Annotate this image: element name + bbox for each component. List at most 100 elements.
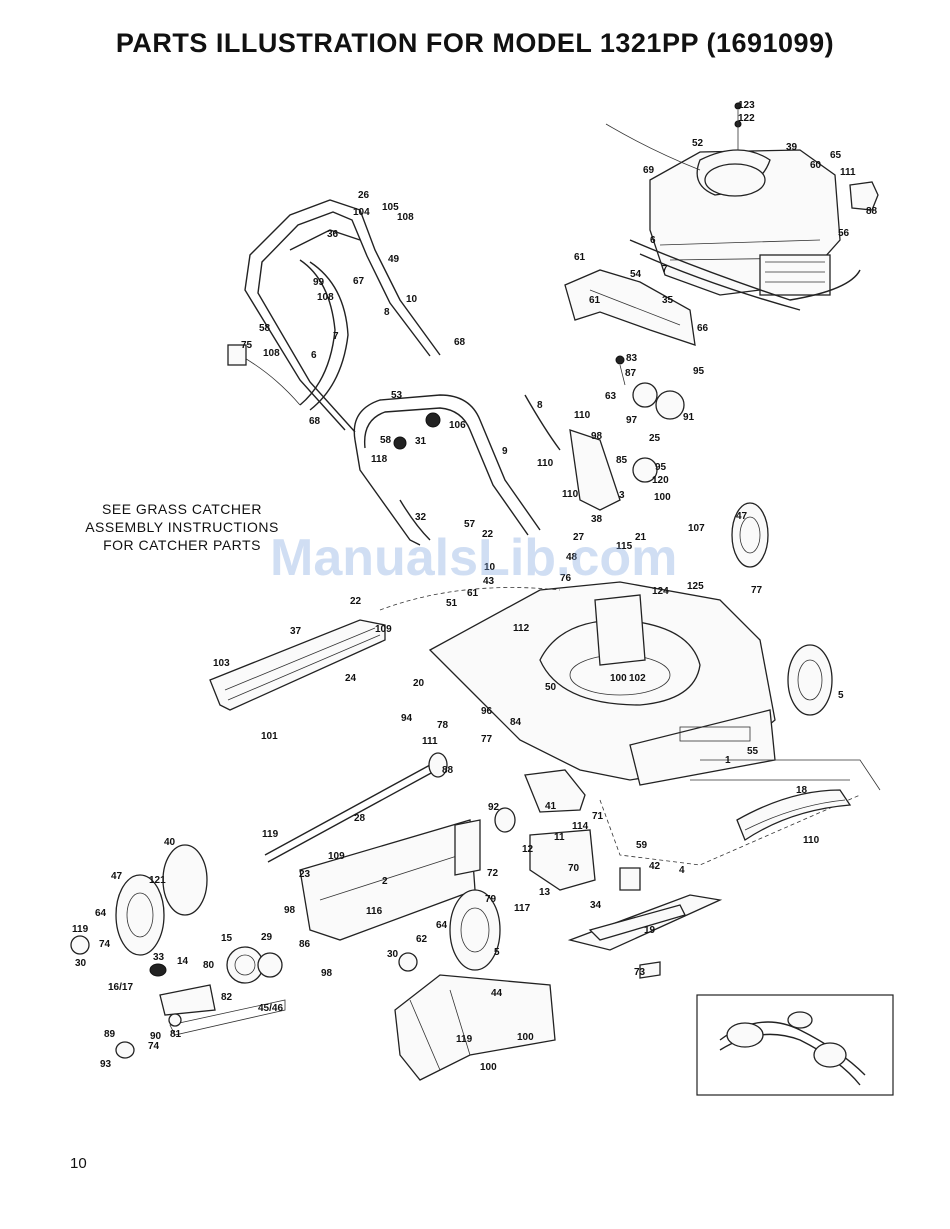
part-callout: 5 bbox=[838, 690, 844, 701]
part-callout: 34 bbox=[590, 900, 602, 911]
part-callout: 5 bbox=[494, 947, 500, 958]
part-callout: 58 bbox=[259, 323, 271, 334]
part-callout: 100 bbox=[480, 1062, 497, 1073]
part-callout: 102 bbox=[629, 673, 646, 684]
part-callout: 53 bbox=[391, 390, 403, 401]
part-callout: 22 bbox=[482, 529, 494, 540]
part-callout: 64 bbox=[95, 908, 107, 919]
part-callout: 60 bbox=[810, 160, 822, 171]
part-callout: 73 bbox=[634, 967, 646, 978]
note-line-2: ASSEMBLY INSTRUCTIONS bbox=[85, 519, 279, 535]
part-callout: 92 bbox=[488, 802, 500, 813]
part-callout: 75 bbox=[241, 340, 253, 351]
part-callout: 16/17 bbox=[108, 982, 133, 993]
handle-drawing bbox=[227, 199, 541, 546]
part-callout: 50 bbox=[545, 682, 557, 693]
part-callout: 8 bbox=[384, 307, 390, 318]
belt-inset bbox=[696, 994, 894, 1096]
part-callout: 61 bbox=[467, 588, 479, 599]
part-callout: 76 bbox=[560, 573, 572, 584]
part-callout: 4 bbox=[679, 865, 685, 876]
shield-drawing bbox=[209, 619, 852, 841]
part-callout: 101 bbox=[261, 731, 278, 742]
part-callout: 30 bbox=[75, 958, 87, 969]
part-callout: 57 bbox=[464, 519, 476, 530]
part-callout: 86 bbox=[299, 939, 311, 950]
part-callout: 9 bbox=[502, 446, 508, 457]
gear-drawing bbox=[115, 946, 286, 1059]
part-callout: 99 bbox=[313, 277, 325, 288]
part-callout: 12 bbox=[522, 844, 534, 855]
part-callout: 7 bbox=[662, 264, 668, 275]
part-callout: 43 bbox=[483, 576, 495, 587]
part-callout: 35 bbox=[662, 295, 674, 306]
part-callout: 47 bbox=[111, 871, 123, 882]
part-callout: 95 bbox=[693, 366, 705, 377]
part-callout: 23 bbox=[299, 869, 311, 880]
part-callout: 7 bbox=[333, 331, 339, 342]
part-callout: 42 bbox=[649, 861, 661, 872]
chute-drawing bbox=[394, 974, 556, 1081]
part-callout: 14 bbox=[177, 956, 189, 967]
part-callout: 78 bbox=[437, 720, 449, 731]
part-callout: 80 bbox=[203, 960, 215, 971]
blade-drawing bbox=[524, 769, 723, 979]
page-title: PARTS ILLUSTRATION FOR MODEL 1321PP (169… bbox=[115, 28, 835, 58]
part-callout: 117 bbox=[514, 903, 531, 914]
part-callout: 72 bbox=[487, 868, 499, 879]
part-callout: 100 bbox=[610, 673, 627, 684]
part-callout: 13 bbox=[539, 887, 551, 898]
part-callout: 67 bbox=[353, 276, 365, 287]
part-callout: 15 bbox=[221, 933, 233, 944]
part-callout: 28 bbox=[354, 813, 366, 824]
part-callout: 21 bbox=[635, 532, 647, 543]
part-callout: 123 bbox=[738, 100, 755, 111]
part-callout: 122 bbox=[738, 113, 755, 124]
part-callout: 44 bbox=[491, 988, 503, 999]
part-callout: 96 bbox=[481, 706, 493, 717]
part-callout: 95 bbox=[655, 462, 667, 473]
deck-drawing bbox=[379, 581, 881, 866]
part-callout: 10 bbox=[406, 294, 418, 305]
part-callout: 6 bbox=[311, 350, 317, 361]
part-callout: 97 bbox=[626, 415, 638, 426]
part-callout: 110 bbox=[574, 410, 591, 421]
part-callout: 85 bbox=[616, 455, 628, 466]
part-callout: 33 bbox=[153, 952, 165, 963]
part-callout: 77 bbox=[751, 585, 763, 596]
page-number: 10 bbox=[70, 1155, 87, 1172]
part-callout: 68 bbox=[309, 416, 321, 427]
part-callout: 24 bbox=[345, 673, 357, 684]
watermark: ManualsLib.com bbox=[270, 529, 678, 587]
part-callout: 105 bbox=[382, 202, 399, 213]
part-callout: 36 bbox=[327, 229, 339, 240]
part-callout: 68 bbox=[454, 337, 466, 348]
part-callout: 45/46 bbox=[258, 1003, 283, 1014]
part-callout: 111 bbox=[840, 167, 856, 178]
part-callout: 18 bbox=[796, 785, 808, 796]
part-callout: 114 bbox=[572, 821, 589, 832]
part-callout: 110 bbox=[537, 458, 554, 469]
part-callout: 116 bbox=[366, 906, 383, 917]
part-callout: 56 bbox=[838, 228, 850, 239]
part-callout: 121 bbox=[149, 875, 166, 886]
note-line-1: SEE GRASS CATCHER bbox=[102, 501, 262, 517]
part-callout: 111 bbox=[422, 736, 438, 747]
part-callout: 8 bbox=[537, 400, 543, 411]
part-callout: 108 bbox=[397, 212, 414, 223]
engine-drawing bbox=[605, 102, 879, 311]
part-callout: 71 bbox=[592, 811, 604, 822]
note-line-3: FOR CATCHER PARTS bbox=[103, 537, 261, 553]
part-callout: 107 bbox=[688, 523, 705, 534]
part-callout: 94 bbox=[401, 713, 413, 724]
part-callout: 1 bbox=[725, 755, 731, 766]
part-callout: 40 bbox=[164, 837, 176, 848]
part-callout: 103 bbox=[213, 658, 230, 669]
part-callout: 64 bbox=[436, 920, 448, 931]
part-callout: 11 bbox=[554, 832, 565, 843]
part-callout: 119 bbox=[262, 829, 279, 840]
part-callout: 19 bbox=[644, 925, 656, 936]
part-callout: 120 bbox=[652, 475, 669, 486]
